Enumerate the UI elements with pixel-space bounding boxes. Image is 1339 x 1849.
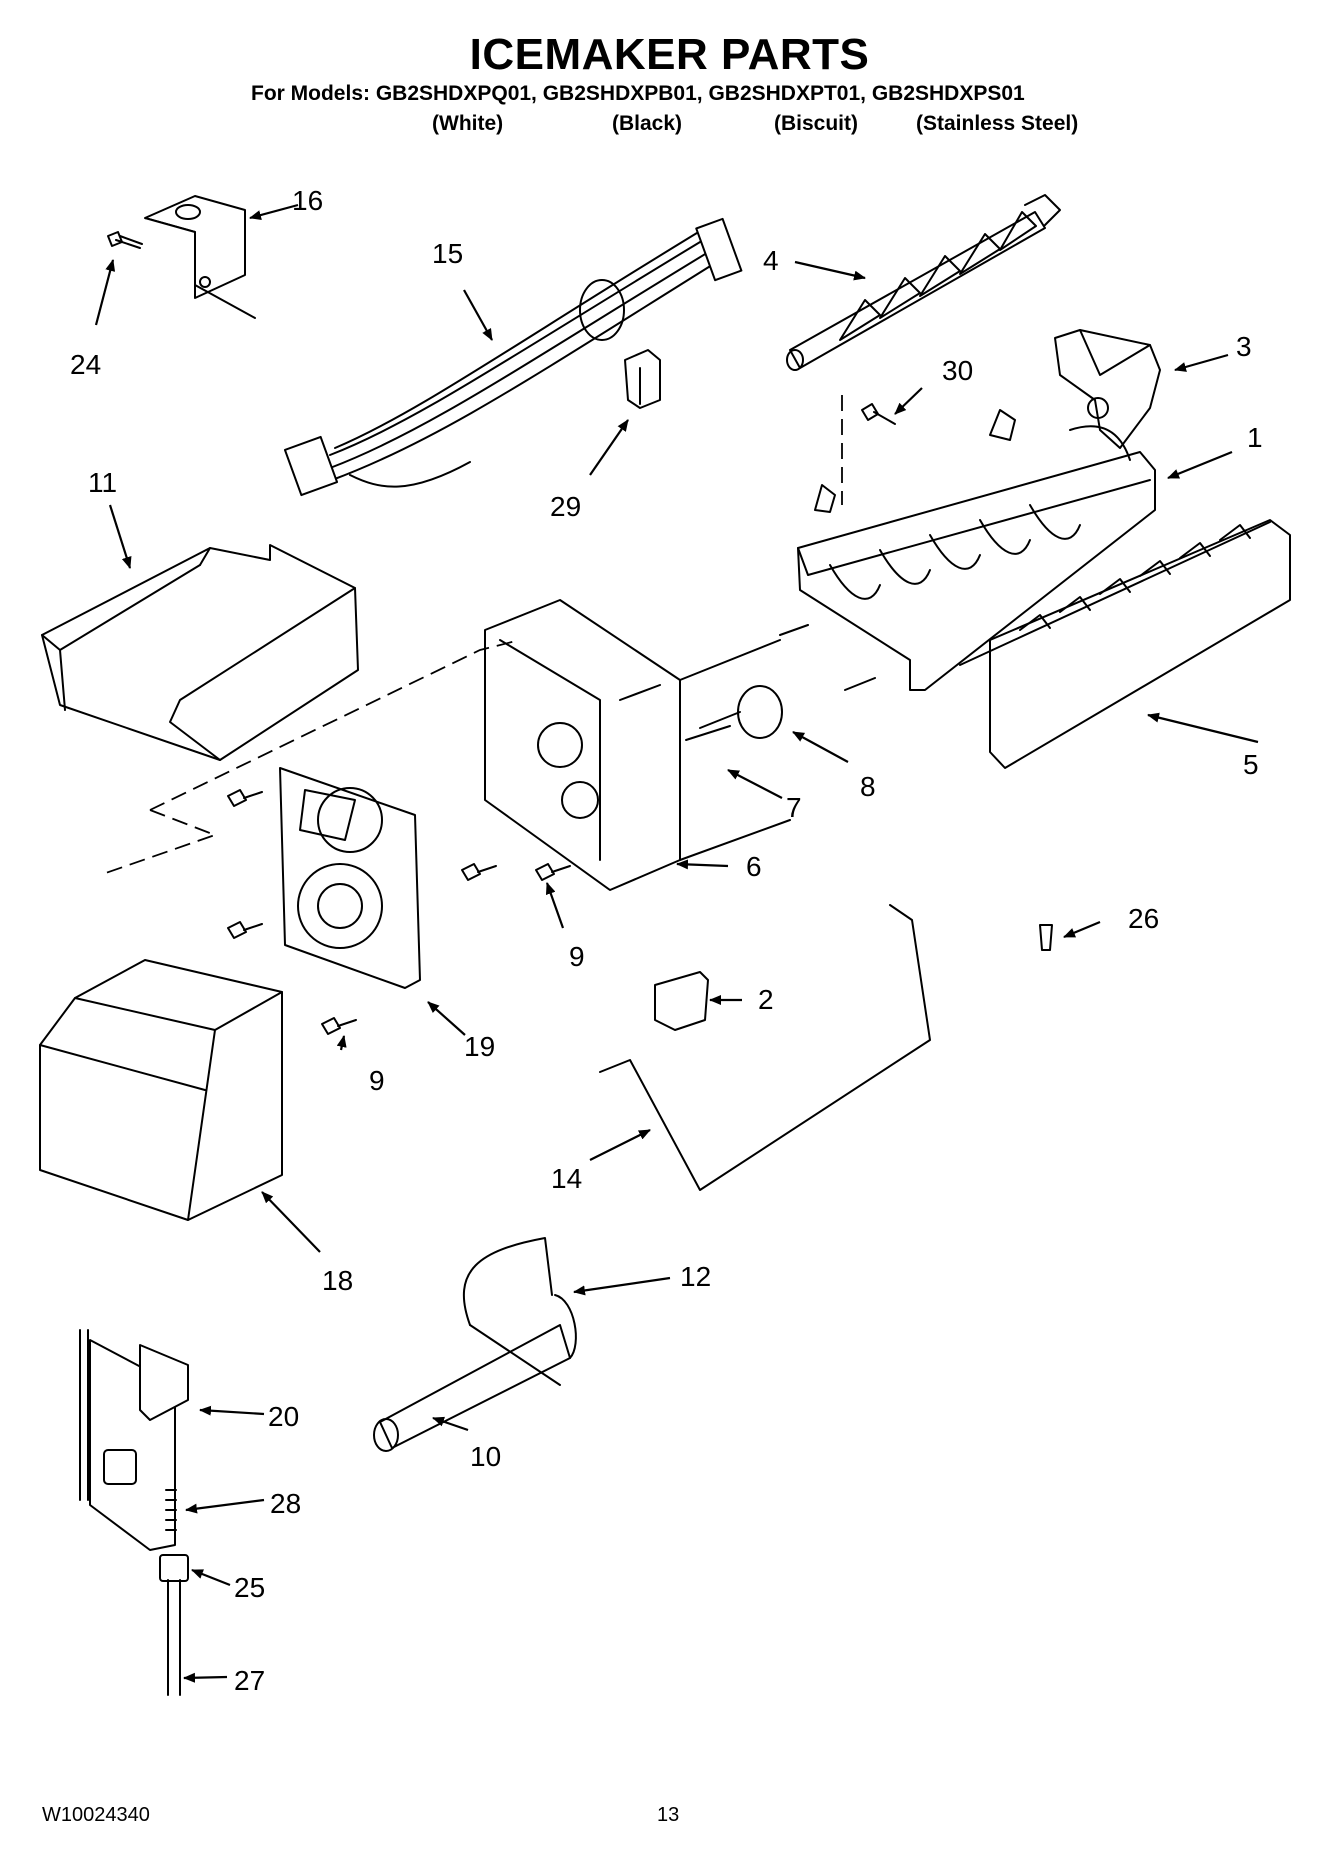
part-6-module-housing — [484, 599, 791, 891]
callout-9-upper: 9 — [569, 941, 585, 972]
callout-24: 24 — [70, 349, 101, 380]
callout-5: 5 — [1243, 749, 1259, 780]
part-2-clip — [654, 971, 709, 1031]
part-26-pin — [1039, 924, 1053, 951]
part-25-nut — [159, 1554, 189, 1582]
callout-28: 28 — [270, 1488, 301, 1519]
callout-19: 19 — [464, 1031, 495, 1062]
callout-9-lower: 9 — [369, 1065, 385, 1096]
part-18-front-cover — [39, 959, 283, 1221]
document-id: W10024340 — [42, 1804, 150, 1826]
part-7-stud — [685, 725, 731, 741]
part-11-ice-bin — [41, 544, 359, 761]
variant-white: (White) — [432, 112, 504, 135]
callout-6: 6 — [746, 851, 762, 882]
callout-10: 10 — [470, 1441, 501, 1472]
callout-8: 8 — [860, 771, 876, 802]
part-27-tube — [167, 1579, 181, 1696]
callout-20: 20 — [268, 1401, 299, 1432]
part-10-fill-tube — [373, 1324, 571, 1452]
variant-stainless-steel: (Stainless Steel) — [916, 112, 1079, 135]
callout-29: 29 — [550, 491, 581, 522]
part-3-cover — [1054, 329, 1161, 449]
part-16-bracket — [144, 195, 256, 319]
callout-15: 15 — [432, 238, 463, 269]
part-30-screw — [861, 403, 896, 425]
callout-11: 11 — [88, 467, 117, 498]
callout-30: 30 — [942, 355, 973, 386]
callout-7: 7 — [786, 792, 802, 823]
part-5-front-cover — [959, 519, 1291, 769]
callout-arrows — [94, 203, 1259, 1683]
callout-labels: 16 24 15 4 3 30 1 29 11 5 8 7 6 9 26 2 1… — [70, 185, 1263, 1696]
callout-16: 16 — [292, 185, 323, 216]
part-12-heater — [462, 1237, 577, 1386]
callout-1: 1 — [1247, 422, 1263, 453]
part-28-strainer — [165, 1489, 177, 1531]
callout-2: 2 — [758, 984, 774, 1015]
part-29-clip — [624, 349, 661, 409]
part-19-motor-plate — [279, 767, 421, 989]
models-line: For Models: GB2SHDXPQ01, GB2SHDXPB01, GB… — [251, 82, 1025, 105]
callout-12: 12 — [680, 1261, 711, 1292]
callout-25: 25 — [234, 1572, 265, 1603]
part-14-shutoff-arm — [599, 904, 931, 1191]
variant-biscuit: (Biscuit) — [774, 112, 858, 135]
callout-4: 4 — [763, 245, 779, 276]
part-1-ice-mold — [797, 409, 1156, 691]
callout-26: 26 — [1128, 903, 1159, 934]
callout-3: 3 — [1236, 331, 1252, 362]
callout-27: 27 — [234, 1665, 265, 1696]
callout-14: 14 — [551, 1163, 582, 1194]
page-number: 13 — [657, 1804, 680, 1826]
part-20-water-valve — [79, 1329, 189, 1551]
dashed-leader-19 — [99, 639, 521, 876]
part-24-screw — [107, 231, 143, 249]
part-9-screws — [227, 789, 571, 1035]
variant-black: (Black) — [612, 112, 683, 135]
callout-18: 18 — [322, 1265, 353, 1296]
diagram-title: ICEMAKER PARTS — [469, 30, 870, 79]
part-15-wire-harness — [283, 217, 743, 497]
part-8-thermostat — [699, 624, 876, 739]
part-4-ejector — [786, 194, 1061, 371]
